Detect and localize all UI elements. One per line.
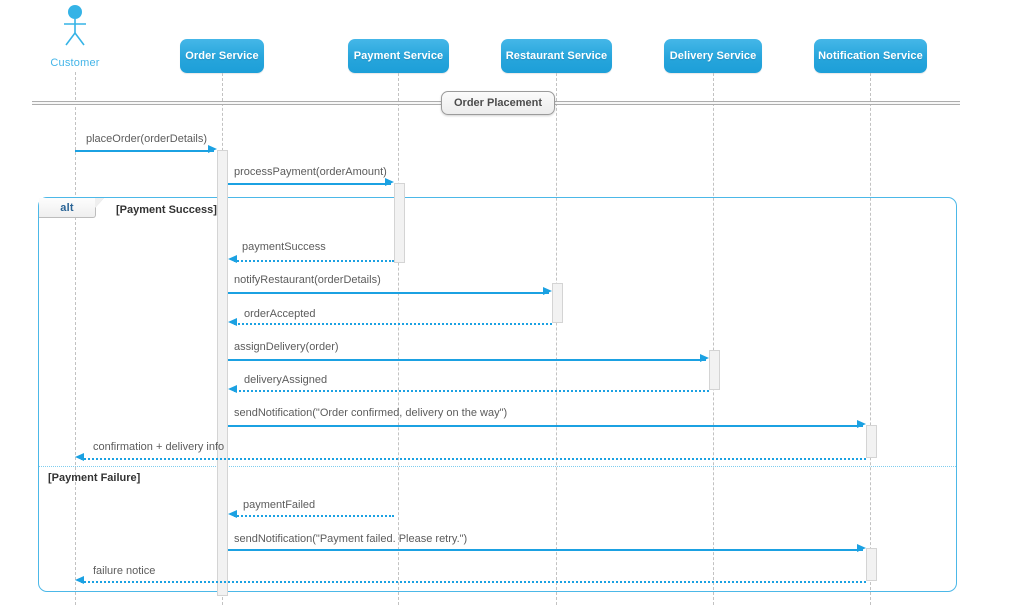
message-line-m12[interactable]	[81, 581, 866, 583]
message-line-m10[interactable]	[234, 515, 394, 517]
message-label-m12: failure notice	[93, 565, 156, 577]
message-arrowhead-m7	[228, 385, 237, 393]
lifeline-payment-service	[398, 73, 399, 605]
lifeline-delivery-service	[713, 73, 714, 605]
message-arrowhead-m12	[75, 576, 84, 584]
activation-delivery-service	[709, 350, 720, 390]
activation-restaurant-service	[552, 283, 563, 323]
alt-fragment-operator-tab: alt	[39, 198, 96, 218]
message-label-m1: placeOrder(orderDetails)	[86, 133, 208, 145]
diagram-band-line-left	[32, 101, 442, 105]
message-line-m2[interactable]	[228, 183, 391, 185]
message-label-m6: assignDelivery(order)	[234, 341, 339, 353]
message-label-m8: sendNotification("Order confirmed, deliv…	[234, 407, 508, 419]
actor-stick-figure-icon	[64, 5, 86, 46]
message-line-m4[interactable]	[228, 292, 549, 294]
alt-guard-payment-failure: [Payment Failure]	[48, 472, 141, 484]
participant-restaurant-service[interactable]: Restaurant Service	[501, 39, 612, 73]
participant-order-service-label: Order Service	[185, 50, 259, 62]
message-label-m4: notifyRestaurant(orderDetails)	[234, 274, 381, 286]
message-label-m3: paymentSuccess	[242, 241, 326, 253]
actor-customer-label: Customer	[50, 57, 100, 69]
alt-fragment-divider	[39, 466, 956, 467]
message-label-m5: orderAccepted	[244, 308, 316, 320]
message-arrowhead-m8	[857, 420, 866, 428]
lifeline-customer	[75, 72, 76, 605]
message-label-m2: processPayment(orderAmount)	[234, 166, 387, 178]
alt-guard-payment-success: [Payment Success]	[116, 204, 217, 216]
activation-notification-service-1	[866, 425, 877, 458]
diagram-band-line-right	[554, 101, 960, 105]
participant-delivery-service-label: Delivery Service	[669, 50, 757, 62]
participant-payment-service-label: Payment Service	[353, 50, 444, 62]
message-label-m7: deliveryAssigned	[244, 374, 328, 386]
message-arrowhead-m9	[75, 453, 84, 461]
message-label-m10: paymentFailed	[243, 499, 316, 511]
activation-order-service	[217, 150, 228, 596]
activation-payment-service	[394, 183, 405, 263]
activation-notification-service-2	[866, 548, 877, 581]
message-line-m8[interactable]	[228, 425, 863, 427]
message-arrowhead-m1	[208, 145, 217, 153]
alt-fragment	[38, 197, 957, 592]
message-label-m9: confirmation + delivery info	[93, 441, 225, 453]
message-line-m1[interactable]	[75, 150, 214, 152]
message-arrowhead-m3	[228, 255, 237, 263]
message-arrowhead-m4	[543, 287, 552, 295]
lifeline-restaurant-service	[556, 73, 557, 605]
lifeline-notification-service	[870, 73, 871, 605]
actor-customer[interactable]	[57, 4, 93, 46]
message-arrowhead-m11	[857, 544, 866, 552]
participant-notification-service[interactable]: Notification Service	[814, 39, 927, 73]
alt-fragment-operator-label: alt	[60, 201, 74, 214]
message-line-m5[interactable]	[234, 323, 552, 325]
diagram-title-text: Order Placement	[454, 97, 543, 109]
participant-restaurant-service-label: Restaurant Service	[505, 50, 608, 62]
message-arrowhead-m5	[228, 318, 237, 326]
message-arrowhead-m2	[385, 178, 394, 186]
participant-payment-service[interactable]: Payment Service	[348, 39, 449, 73]
message-line-m6[interactable]	[228, 359, 706, 361]
message-line-m7[interactable]	[234, 390, 709, 392]
message-label-m11: sendNotification("Payment failed. Please…	[234, 533, 468, 545]
participant-order-service[interactable]: Order Service	[180, 39, 264, 73]
participant-notification-service-label: Notification Service	[818, 50, 923, 62]
diagram-title-badge: Order Placement	[441, 91, 556, 115]
message-arrowhead-m10	[228, 510, 237, 518]
message-arrowhead-m6	[700, 354, 709, 362]
message-line-m11[interactable]	[228, 549, 863, 551]
message-line-m9[interactable]	[81, 458, 866, 460]
message-line-m3[interactable]	[234, 260, 394, 262]
participant-delivery-service[interactable]: Delivery Service	[664, 39, 762, 73]
